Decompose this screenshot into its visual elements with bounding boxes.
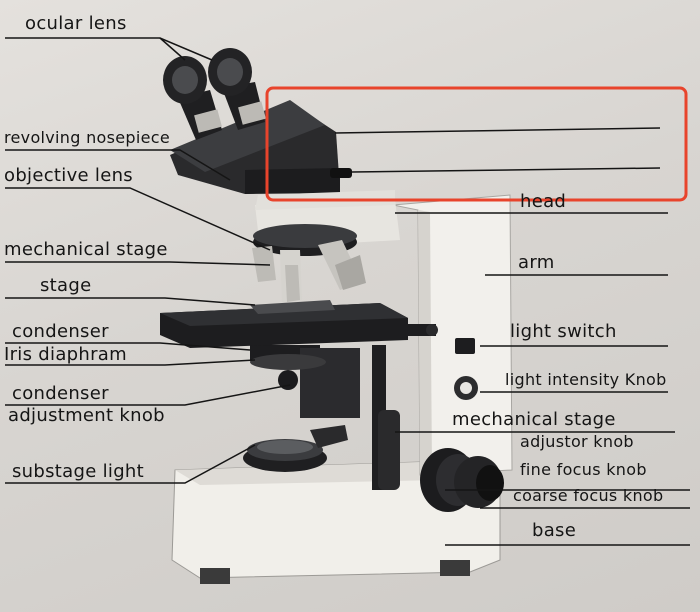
- label-substage-light: substage light: [12, 462, 144, 482]
- label-adjustor-knob: adjustor knob: [520, 432, 634, 452]
- nosepiece-part: [252, 200, 400, 302]
- label-revolving-nosepiece: revolving nosepiece: [4, 128, 170, 148]
- label-condenser-adjustment-2: adjustment knob: [8, 406, 165, 426]
- ocular-lenses-part: [163, 48, 266, 140]
- label-light-switch: light switch: [510, 322, 617, 342]
- label-objective-lens: objective lens: [4, 166, 133, 186]
- light-switch-part: [455, 338, 475, 354]
- label-ocular-lens: ocular lens: [25, 14, 127, 34]
- label-base: base: [532, 521, 576, 541]
- label-light-intensity-knob: light intensity Knob: [505, 370, 667, 390]
- label-mechanical-stage-right: mechanical stage: [452, 410, 616, 430]
- label-coarse-focus-knob: coarse focus knob: [513, 486, 663, 506]
- label-condenser-adjustment-1: condenser: [12, 384, 109, 404]
- label-mechanical-stage-left: mechanical stage: [4, 240, 168, 260]
- label-arm: arm: [518, 253, 555, 273]
- label-iris-diaphragm: Iris diaphram: [4, 345, 127, 365]
- mechanical-stage-part: [160, 300, 438, 348]
- label-stage: stage: [40, 276, 91, 296]
- condenser-part: [250, 345, 360, 418]
- label-condenser: condenser: [12, 322, 109, 342]
- label-head: head: [520, 192, 566, 212]
- label-fine-focus-knob: fine focus knob: [520, 460, 647, 480]
